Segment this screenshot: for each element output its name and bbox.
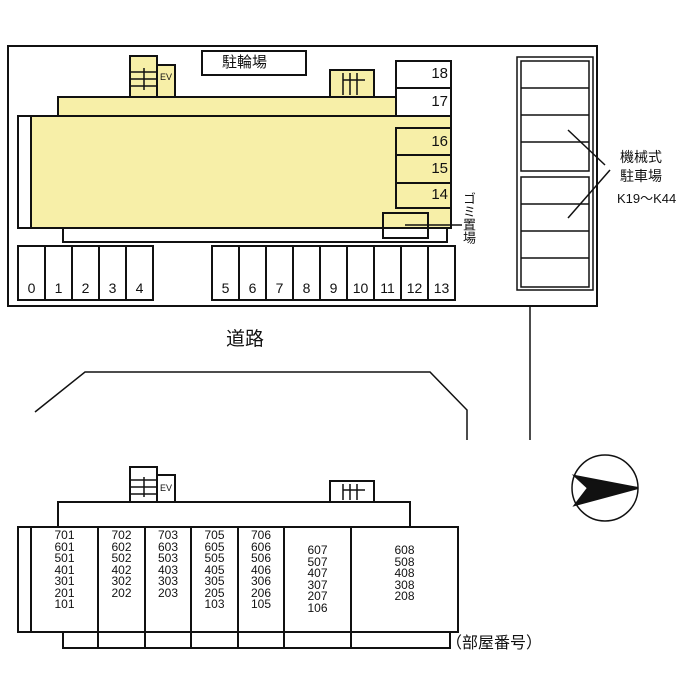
building-main — [30, 115, 452, 229]
mechanical-parking-label-2: 駐車場 — [620, 168, 662, 184]
front-spaces-left — [17, 245, 154, 301]
space-label-14: 14 — [431, 186, 448, 203]
garbage-label: ゴミ置場 — [461, 192, 476, 244]
space-label-16: 16 — [431, 133, 448, 150]
stair-left-lines — [130, 68, 157, 90]
building-bottom-strip — [62, 227, 448, 243]
room-number-legend: （部屋番号） — [446, 635, 543, 652]
b-stair-right — [329, 480, 375, 503]
space-label-17: 17 — [431, 93, 448, 110]
stair-right-lines — [342, 73, 365, 95]
road-outline — [34, 371, 468, 440]
space-13: 13 — [433, 280, 450, 296]
space-3: 3 — [108, 280, 117, 296]
road-label: 道路 — [226, 329, 265, 350]
space-1: 1 — [54, 280, 63, 296]
stair-right — [329, 69, 375, 98]
bicycle-parking-box — [201, 50, 307, 76]
mechanical-parking-range: K19～K44 — [617, 191, 677, 206]
space-7: 7 — [275, 280, 284, 296]
space-17 — [395, 87, 452, 117]
bicycle-parking-label: 駐輪場 — [222, 54, 268, 71]
building-left-strip — [17, 115, 32, 229]
space-12: 12 — [406, 280, 423, 296]
compass-north-arrow-icon — [571, 454, 639, 522]
b-dividers — [30, 527, 352, 648]
building-upper-band — [57, 96, 411, 117]
mechanical-parking-label-1: 機械式 — [620, 149, 662, 165]
site-boundary — [7, 45, 598, 307]
space-4: 4 — [135, 280, 144, 296]
space-2: 2 — [81, 280, 90, 296]
space-5: 5 — [221, 280, 230, 296]
space-9: 9 — [329, 280, 338, 296]
space-0: 0 — [27, 280, 36, 296]
front-spaces-right — [211, 245, 456, 301]
b-bottom-strip — [62, 631, 451, 649]
space-8: 8 — [302, 280, 311, 296]
space-label-18: 18 — [431, 65, 448, 82]
space-15 — [395, 154, 452, 184]
b-upper-band — [57, 501, 411, 528]
space-11: 11 — [380, 280, 395, 296]
ev-label: EV — [160, 72, 173, 82]
space-14 — [395, 182, 452, 209]
space-18 — [395, 60, 452, 89]
space-6: 6 — [248, 280, 257, 296]
space-10: 10 — [352, 280, 369, 296]
mechanical-parking — [516, 56, 611, 291]
space-16 — [395, 127, 452, 156]
space-label-15: 15 — [431, 160, 448, 177]
b-ev-label: EV — [160, 483, 173, 493]
